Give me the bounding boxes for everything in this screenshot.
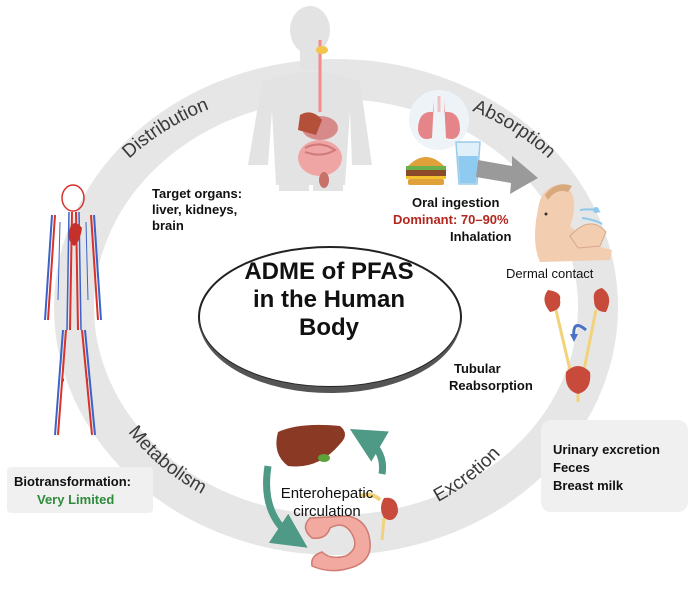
title-line-2: in the Human — [252, 286, 405, 313]
route-breast-milk: Breast milk — [553, 478, 624, 493]
diagram-title: ADME of PFAS in the Human Body — [200, 258, 458, 342]
enterohepatic-line-1: Enterohepatic — [280, 485, 374, 502]
liver-icon — [276, 424, 345, 467]
lungs-icon — [409, 90, 469, 150]
dermal-contact-label: Dermal contact — [506, 266, 594, 281]
oral-ingestion-label: Oral ingestion — [412, 195, 500, 210]
intestine-icon — [304, 492, 398, 572]
absorption-arrow — [476, 156, 538, 194]
water-glass-icon — [455, 141, 481, 185]
circulatory-system-icon — [44, 184, 102, 436]
target-organs-line-1: Target organs: — [152, 186, 243, 201]
tubular-line-2: Reabsorption — [449, 378, 533, 393]
enterohepatic-circulation-text: Enterohepatic circulation — [262, 485, 392, 521]
tubular-reabsorption-text: Tubular Reabsorption — [449, 360, 533, 394]
enterohepatic-arrow-down — [263, 465, 308, 548]
route-feces: Feces — [553, 460, 590, 475]
face-spray-icon — [535, 184, 612, 262]
biotransformation-label: Biotransformation: — [14, 474, 131, 489]
kidney-bladder-icon — [544, 288, 610, 402]
tubular-line-1: Tubular — [454, 361, 501, 376]
dominant-percentage-label: Dominant: 70–90% — [393, 212, 509, 227]
title-line-1: ADME of PFAS — [244, 258, 414, 285]
inhalation-label: Inhalation — [450, 229, 512, 244]
enterohepatic-line-2: circulation — [293, 503, 361, 520]
human-body-icon — [248, 6, 372, 191]
target-organs-text: Target organs: liver, kidneys, brain — [152, 186, 242, 234]
excretion-routes-list: Urinary excretion Feces Breast milk — [553, 441, 660, 495]
title-line-3: Body — [299, 314, 359, 341]
enterohepatic-arrow-up — [349, 428, 389, 475]
excretion-routes-box — [541, 420, 688, 512]
route-urinary: Urinary excretion — [553, 442, 660, 457]
burger-icon — [406, 157, 446, 185]
biotransformation-box — [7, 467, 153, 513]
target-organs-line-2: liver, kidneys, — [152, 202, 238, 217]
biotransformation-value: Very Limited — [37, 492, 115, 507]
target-organs-line-3: brain — [152, 218, 184, 233]
